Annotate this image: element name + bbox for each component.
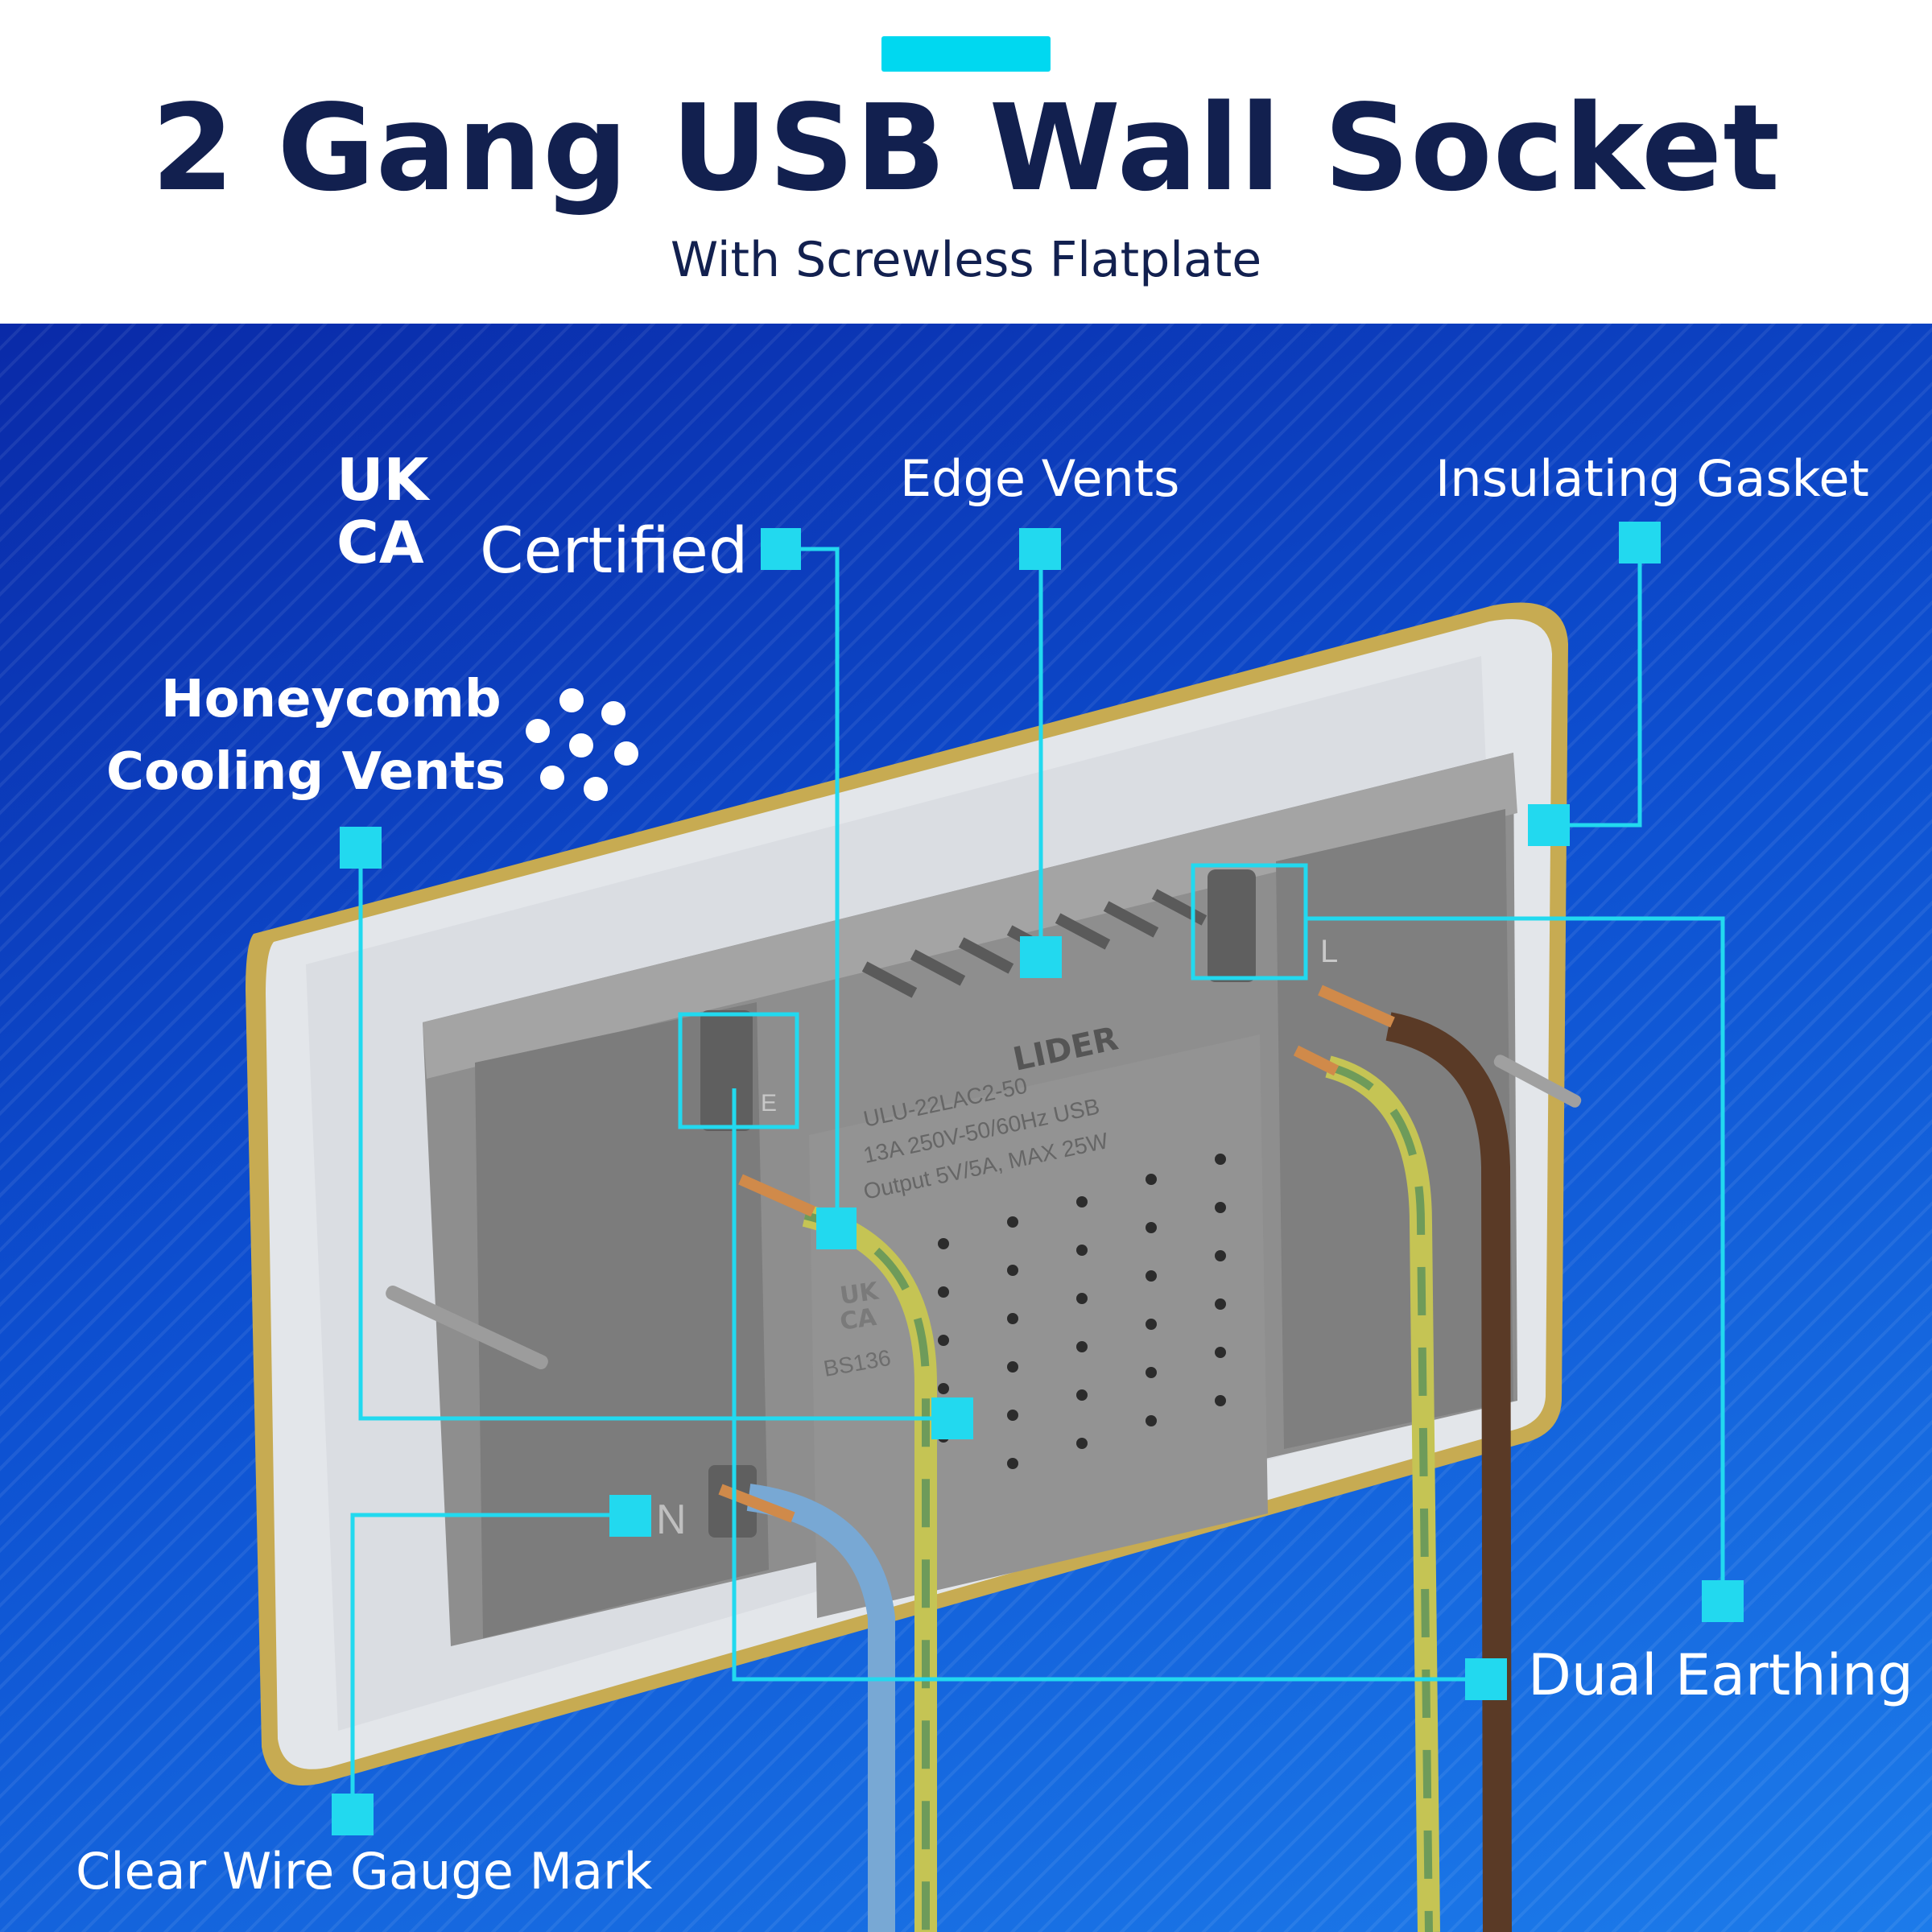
fixing-screw-left <box>386 1285 548 1370</box>
honeycomb-vent-holes <box>938 1154 1226 1469</box>
callout-leader-lines <box>350 543 1725 1814</box>
certified-label: Certified <box>480 515 749 588</box>
header: 2 Gang USB Wall Socket With Screwless Fl… <box>0 0 1932 324</box>
copper-earth-core-right <box>1293 1045 1340 1076</box>
socket-module-top <box>423 753 1517 1079</box>
earth-terminal-left <box>700 1010 753 1131</box>
module-cert-mark-ca: CA <box>838 1303 878 1336</box>
ukca-logo-uk: UK <box>336 446 429 514</box>
honeycomb-label-line2: Cooling Vents <box>106 742 506 802</box>
terminal-earth-mark: E <box>761 1090 777 1117</box>
copper-live-core <box>1318 985 1395 1028</box>
wire-gauge-label: Clear Wire Gauge Mark <box>76 1842 653 1901</box>
module-cert-mark-uk: UK <box>838 1277 881 1311</box>
callout-markers <box>332 522 1744 1835</box>
left-terminal-block <box>475 1002 769 1638</box>
accent-bar <box>881 36 1051 72</box>
fixing-screw-right <box>1493 1055 1582 1108</box>
earth-wire-right-stripe <box>1327 1063 1433 1932</box>
blue-neutral-wire <box>746 1484 895 1932</box>
copper-earth-core-left <box>738 1174 815 1217</box>
callout-highlight-boxes <box>678 863 1308 1129</box>
brown-live-wire <box>1385 1012 1512 1932</box>
ukca-logo-ca: CA <box>336 509 424 576</box>
page-subtitle: With Screwless Flatplate <box>670 232 1262 288</box>
edge-vents-label: Edge Vents <box>900 449 1180 508</box>
terminal-neutral-mark: N <box>656 1496 687 1543</box>
insulating-gasket-label: Insulating Gasket <box>1435 449 1869 508</box>
honeycomb-dots-icon <box>526 688 638 801</box>
honeycomb-label-line1: Honeycomb <box>161 670 502 729</box>
page-title: 2 Gang USB Wall Socket <box>151 79 1781 217</box>
dual-earthing-label: Dual Earthing <box>1528 1642 1913 1708</box>
terminal-live-mark: L <box>1320 934 1338 969</box>
earth-terminal-right <box>1208 869 1256 982</box>
